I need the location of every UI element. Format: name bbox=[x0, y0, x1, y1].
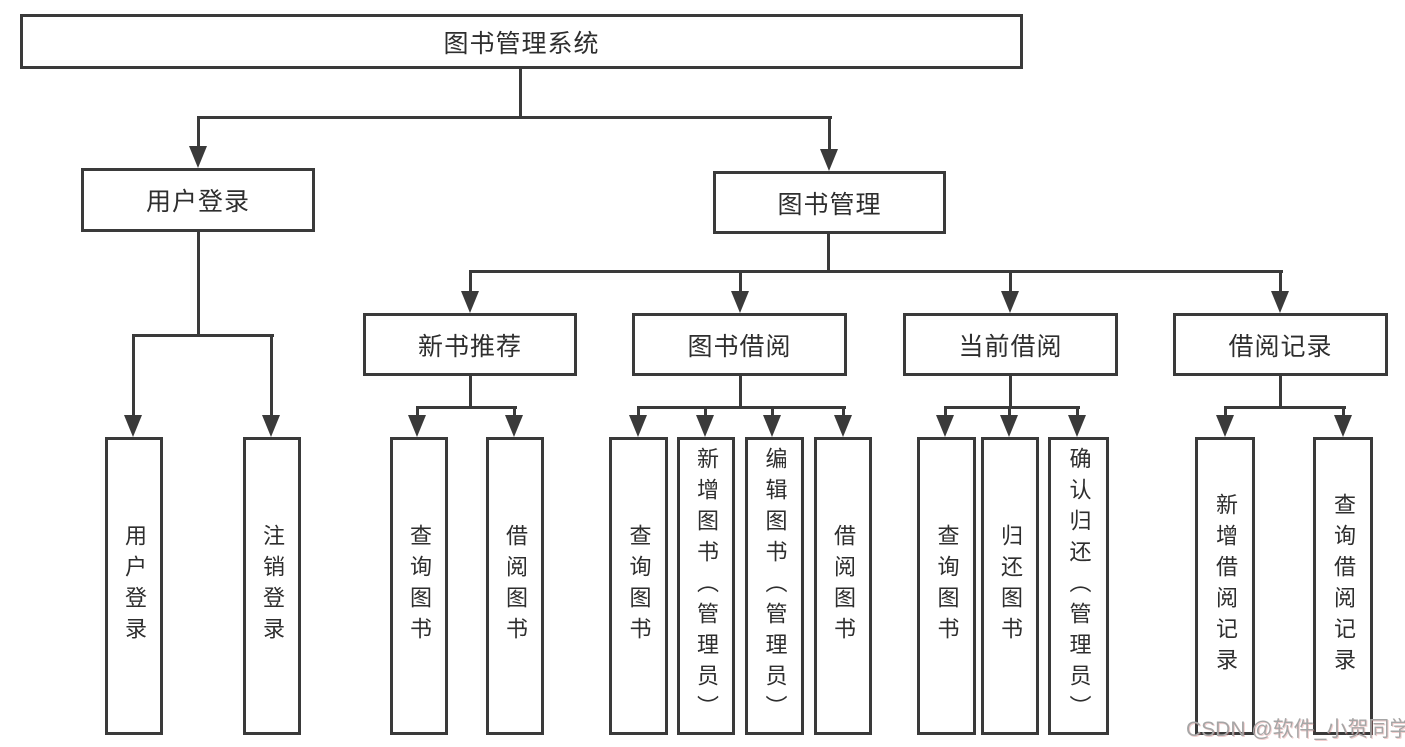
leaf-logout: 注销登录 bbox=[243, 437, 301, 735]
leaf-add-borrow-record-label: 新增借阅记录 bbox=[1213, 493, 1238, 679]
connector-line-vertical bbox=[513, 407, 516, 418]
connector-line-vertical bbox=[828, 117, 831, 151]
node-user-login-label: 用户登录 bbox=[145, 188, 250, 216]
leaf-query-books-borrow-label: 查询图书 bbox=[626, 524, 652, 648]
arrowhead-down-icon bbox=[696, 415, 714, 437]
leaf-borrow-books-recommend: 借阅图书 bbox=[486, 437, 544, 735]
connector-line-horizontal bbox=[944, 406, 1080, 409]
node-book-borrow: 图书借阅 bbox=[632, 313, 847, 376]
arrowhead-down-icon bbox=[834, 415, 852, 437]
node-borrow-records-label: 借阅记录 bbox=[1228, 332, 1333, 361]
connector-line-vertical bbox=[469, 271, 472, 294]
connector-line-vertical bbox=[1009, 271, 1012, 294]
connector-line-vertical bbox=[739, 376, 742, 409]
connector-line-horizontal bbox=[416, 406, 517, 409]
node-borrow-records: 借阅记录 bbox=[1173, 313, 1388, 376]
connector-line-vertical bbox=[1009, 376, 1012, 409]
leaf-query-books-current: 查询图书 bbox=[917, 437, 976, 735]
leaf-return-books: 归还图书 bbox=[981, 437, 1039, 735]
leaf-edit-book-admin: 编辑图书（管理员） bbox=[745, 437, 804, 735]
connector-line-vertical bbox=[1279, 271, 1282, 294]
leaf-user-login-label: 用户登录 bbox=[122, 524, 147, 648]
connector-line-vertical bbox=[739, 271, 742, 294]
node-current-borrow: 当前借阅 bbox=[903, 313, 1118, 376]
arrowhead-down-icon bbox=[936, 415, 954, 437]
connector-line-vertical bbox=[469, 376, 472, 409]
leaf-user-login: 用户登录 bbox=[105, 437, 163, 735]
leaf-borrow-books-2-label: 借阅图书 bbox=[831, 524, 856, 648]
arrowhead-down-icon bbox=[629, 415, 647, 437]
connector-line-vertical bbox=[197, 117, 200, 148]
arrowhead-down-icon bbox=[124, 415, 142, 437]
connector-line-vertical bbox=[704, 407, 707, 418]
arrowhead-down-icon bbox=[1334, 415, 1352, 437]
arrowhead-down-icon bbox=[189, 146, 207, 168]
arrowhead-down-icon bbox=[1068, 415, 1086, 437]
connector-line-vertical bbox=[519, 69, 522, 118]
arrowhead-down-icon bbox=[1216, 415, 1234, 437]
leaf-add-book-admin-label: 新增图书（管理员） bbox=[694, 446, 719, 726]
leaf-add-borrow-record: 新增借阅记录 bbox=[1195, 437, 1255, 735]
leaf-query-books-recommend-label: 查询图书 bbox=[407, 524, 432, 648]
connector-line-vertical bbox=[1076, 407, 1079, 418]
arrowhead-down-icon bbox=[262, 415, 280, 437]
leaf-query-books-current-label: 查询图书 bbox=[934, 524, 960, 648]
connector-line-vertical bbox=[1342, 407, 1345, 418]
connector-line-vertical bbox=[416, 407, 419, 418]
node-current-borrow-label: 当前借阅 bbox=[958, 332, 1063, 361]
connector-line-vertical bbox=[637, 407, 640, 418]
leaf-edit-book-admin-label: 编辑图书（管理员） bbox=[762, 446, 788, 726]
node-root: 图书管理系统 bbox=[20, 14, 1023, 69]
connector-line-horizontal bbox=[1224, 406, 1346, 409]
arrowhead-down-icon bbox=[820, 149, 838, 171]
connector-line-horizontal bbox=[637, 406, 846, 409]
node-book-management-label: 图书管理 bbox=[777, 190, 882, 219]
leaf-return-books-label: 归还图书 bbox=[998, 524, 1023, 648]
connector-line-horizontal bbox=[197, 116, 832, 119]
watermark: CSDN @软件_小贺同学 bbox=[1186, 718, 1405, 741]
arrowhead-down-icon bbox=[1001, 291, 1019, 313]
leaf-query-borrow-record-label: 查询借阅记录 bbox=[1331, 493, 1356, 679]
node-new-book-recommend: 新书推荐 bbox=[363, 313, 577, 376]
arrowhead-down-icon bbox=[461, 291, 479, 313]
connector-line-vertical bbox=[1279, 376, 1282, 409]
node-book-borrow-label: 图书借阅 bbox=[687, 332, 792, 361]
leaf-add-book-admin: 新增图书（管理员） bbox=[677, 437, 735, 735]
node-book-management: 图书管理 bbox=[713, 171, 946, 234]
connector-line-horizontal bbox=[469, 270, 1283, 273]
leaf-borrow-books-2: 借阅图书 bbox=[814, 437, 872, 735]
connector-line-vertical bbox=[132, 335, 135, 418]
leaf-logout-label: 注销登录 bbox=[260, 524, 285, 648]
arrowhead-down-icon bbox=[763, 415, 781, 437]
arrowhead-down-icon bbox=[1271, 291, 1289, 313]
connector-line-vertical bbox=[1008, 407, 1011, 418]
connector-line-vertical bbox=[944, 407, 947, 418]
arrowhead-down-icon bbox=[1000, 415, 1018, 437]
connector-line-vertical bbox=[197, 232, 200, 337]
leaf-borrow-books-recommend-label: 借阅图书 bbox=[503, 524, 528, 648]
connector-line-vertical bbox=[842, 407, 845, 418]
connector-line-vertical bbox=[827, 234, 830, 273]
arrowhead-down-icon bbox=[731, 291, 749, 313]
leaf-query-borrow-record: 查询借阅记录 bbox=[1313, 437, 1373, 735]
connector-line-vertical bbox=[771, 407, 774, 418]
node-new-book-recommend-label: 新书推荐 bbox=[417, 332, 522, 361]
arrowhead-down-icon bbox=[505, 415, 523, 437]
connector-line-horizontal bbox=[132, 334, 274, 337]
arrowhead-down-icon bbox=[408, 415, 426, 437]
leaf-query-books-borrow: 查询图书 bbox=[609, 437, 668, 735]
leaf-confirm-return-admin-label: 确认归还（管理员） bbox=[1066, 446, 1092, 726]
leaf-confirm-return-admin: 确认归还（管理员） bbox=[1048, 437, 1109, 735]
leaf-query-books-recommend: 查询图书 bbox=[390, 437, 448, 735]
connector-line-vertical bbox=[1224, 407, 1227, 418]
connector-line-vertical bbox=[270, 335, 273, 418]
node-root-label: 图书管理系统 bbox=[443, 29, 600, 58]
node-user-login: 用户登录 bbox=[81, 168, 315, 232]
